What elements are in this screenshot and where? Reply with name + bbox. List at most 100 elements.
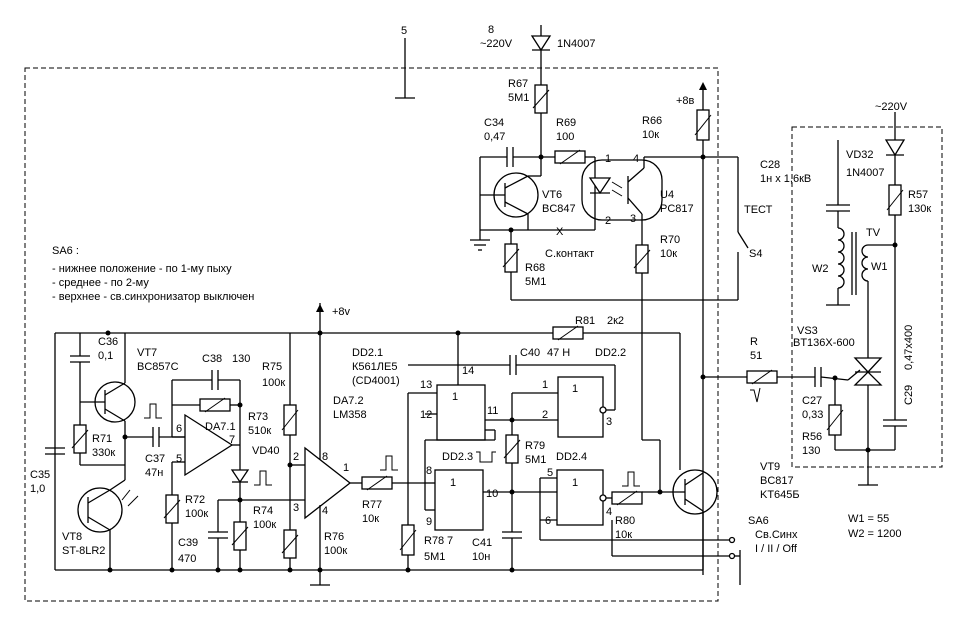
dd23-n8: 8 <box>426 465 432 477</box>
dd24-gate <box>556 469 604 526</box>
n3-label: 3 <box>293 502 299 514</box>
sa6-label: SA6 <box>748 515 769 527</box>
da72-type: LM358 <box>333 409 367 421</box>
r80-label: R80 <box>615 515 635 527</box>
sa6-desc-2: - среднее - по 2-му <box>52 277 149 289</box>
c39-label: C39 <box>178 537 198 549</box>
pulse-icon-dd24 <box>622 471 640 487</box>
u4-pin1: 1 <box>605 153 611 165</box>
pin8-label: 8 <box>488 24 494 36</box>
da71-opamp <box>184 413 234 477</box>
c34-label: C34 <box>484 117 504 129</box>
r78-label: R78 <box>424 535 444 547</box>
dd21-label: DD2.1 <box>352 347 383 359</box>
n13-label: 13 <box>420 379 432 391</box>
dd23-n9: 9 <box>426 516 432 528</box>
r75-value: 100к <box>262 377 285 389</box>
n1-label: 1 <box>343 462 349 474</box>
vs3-triac-icon <box>853 357 883 373</box>
vt9-transistor <box>672 469 718 515</box>
vt9-type: BC817 <box>760 475 794 487</box>
c40-value: 47 Н <box>547 347 570 359</box>
x-marker: X <box>556 226 564 238</box>
da72-label: DA7.2 <box>333 395 364 407</box>
vd32-label: VD32 <box>846 149 874 161</box>
c39-value: 470 <box>178 553 196 565</box>
u4-pin2: 2 <box>605 215 611 227</box>
r57-value: 130к <box>908 203 931 215</box>
n12-label: 12 <box>420 409 432 421</box>
da71-label: DA7.1 <box>205 421 236 433</box>
n2-label: 2 <box>293 451 299 463</box>
r71-label: R71 <box>92 433 112 445</box>
vd32-diode-icon <box>884 139 906 157</box>
vt9-alt: KT645Б <box>760 489 800 501</box>
pulse-icon-vt7 <box>144 403 162 419</box>
mains-input-label: ~220V <box>480 38 513 50</box>
dd24-n6: 6 <box>545 515 551 527</box>
r67-value: 5М1 <box>508 92 529 104</box>
s-contact-label: С.контакт <box>545 248 594 260</box>
c27-label: C27 <box>802 395 822 407</box>
vt9-label: VT9 <box>760 461 780 473</box>
tv-transformer-w2 <box>837 227 845 289</box>
vd40-diode-icon <box>230 469 250 484</box>
da72-opamp <box>304 446 352 520</box>
vt6-label: VT6 <box>542 189 562 201</box>
dd24-n5: 5 <box>547 467 553 479</box>
dd24-gate-1: 1 <box>572 477 578 489</box>
dd23-gate <box>434 469 484 531</box>
r71-value: 330к <box>92 447 115 459</box>
r74-label: R74 <box>253 505 273 517</box>
r76-label: R76 <box>324 531 344 543</box>
u4-type: PC817 <box>660 203 694 215</box>
r79-label: R79 <box>525 440 545 452</box>
sa6-desc-1: - нижнее положение - по 1-му пыху <box>52 263 232 275</box>
r75-label: R75 <box>262 361 282 373</box>
vs3-label: VS3 <box>797 325 818 337</box>
r73-label: R73 <box>248 411 268 423</box>
n11-label: 11 <box>487 405 498 417</box>
dd21-alt: (CD4001) <box>352 375 400 387</box>
c40-label: C40 <box>520 347 540 359</box>
r81-label: R81 <box>575 315 595 327</box>
dd21-type: К561ЛЕ5 <box>352 361 397 373</box>
c36-label: C36 <box>98 336 118 348</box>
n8-label: 8 <box>322 451 328 463</box>
sa6-contact-2[interactable] <box>728 552 736 560</box>
c34-value: 0,47 <box>484 131 505 143</box>
mains-right-label: ~220V <box>875 101 908 113</box>
dd22-n2: 2 <box>542 409 548 421</box>
s4-test-switch[interactable] <box>737 231 749 249</box>
r68-label: R68 <box>525 262 545 274</box>
w1-turns: W1 = 55 <box>848 513 889 525</box>
c29-value: 0,47х400 <box>903 325 915 370</box>
c29-label: C29 <box>903 385 915 405</box>
c36-value: 0,1 <box>98 350 113 362</box>
c35-label: C35 <box>30 469 50 481</box>
c41-value: 10н <box>472 551 490 563</box>
r66-label: R66 <box>642 115 662 127</box>
sa6-contact-1[interactable] <box>728 536 736 544</box>
vt8-label: VT8 <box>62 531 82 543</box>
r77-label: R77 <box>362 499 382 511</box>
d-top-type: 1N4007 <box>557 38 596 50</box>
n5-label: 5 <box>176 453 182 465</box>
r77-value: 10к <box>362 513 379 525</box>
tv-transformer-w1 <box>861 244 869 282</box>
c28-label: C28 <box>760 159 780 171</box>
r56-value: 130 <box>802 445 820 457</box>
pulse-icon <box>750 387 761 403</box>
r76-value: 100к <box>324 545 347 557</box>
r68-value: 5М1 <box>525 276 546 288</box>
r78-value: 5М1 <box>424 551 445 563</box>
vt7-type: BC857C <box>137 361 179 373</box>
r-gate-label: R <box>750 336 758 348</box>
diode-1n4007-top-icon <box>530 35 552 52</box>
w2-label: W2 <box>812 263 829 275</box>
r72-value: 100к <box>185 508 208 520</box>
vd40-label: VD40 <box>252 445 280 457</box>
vd32-type: 1N4007 <box>846 167 885 179</box>
